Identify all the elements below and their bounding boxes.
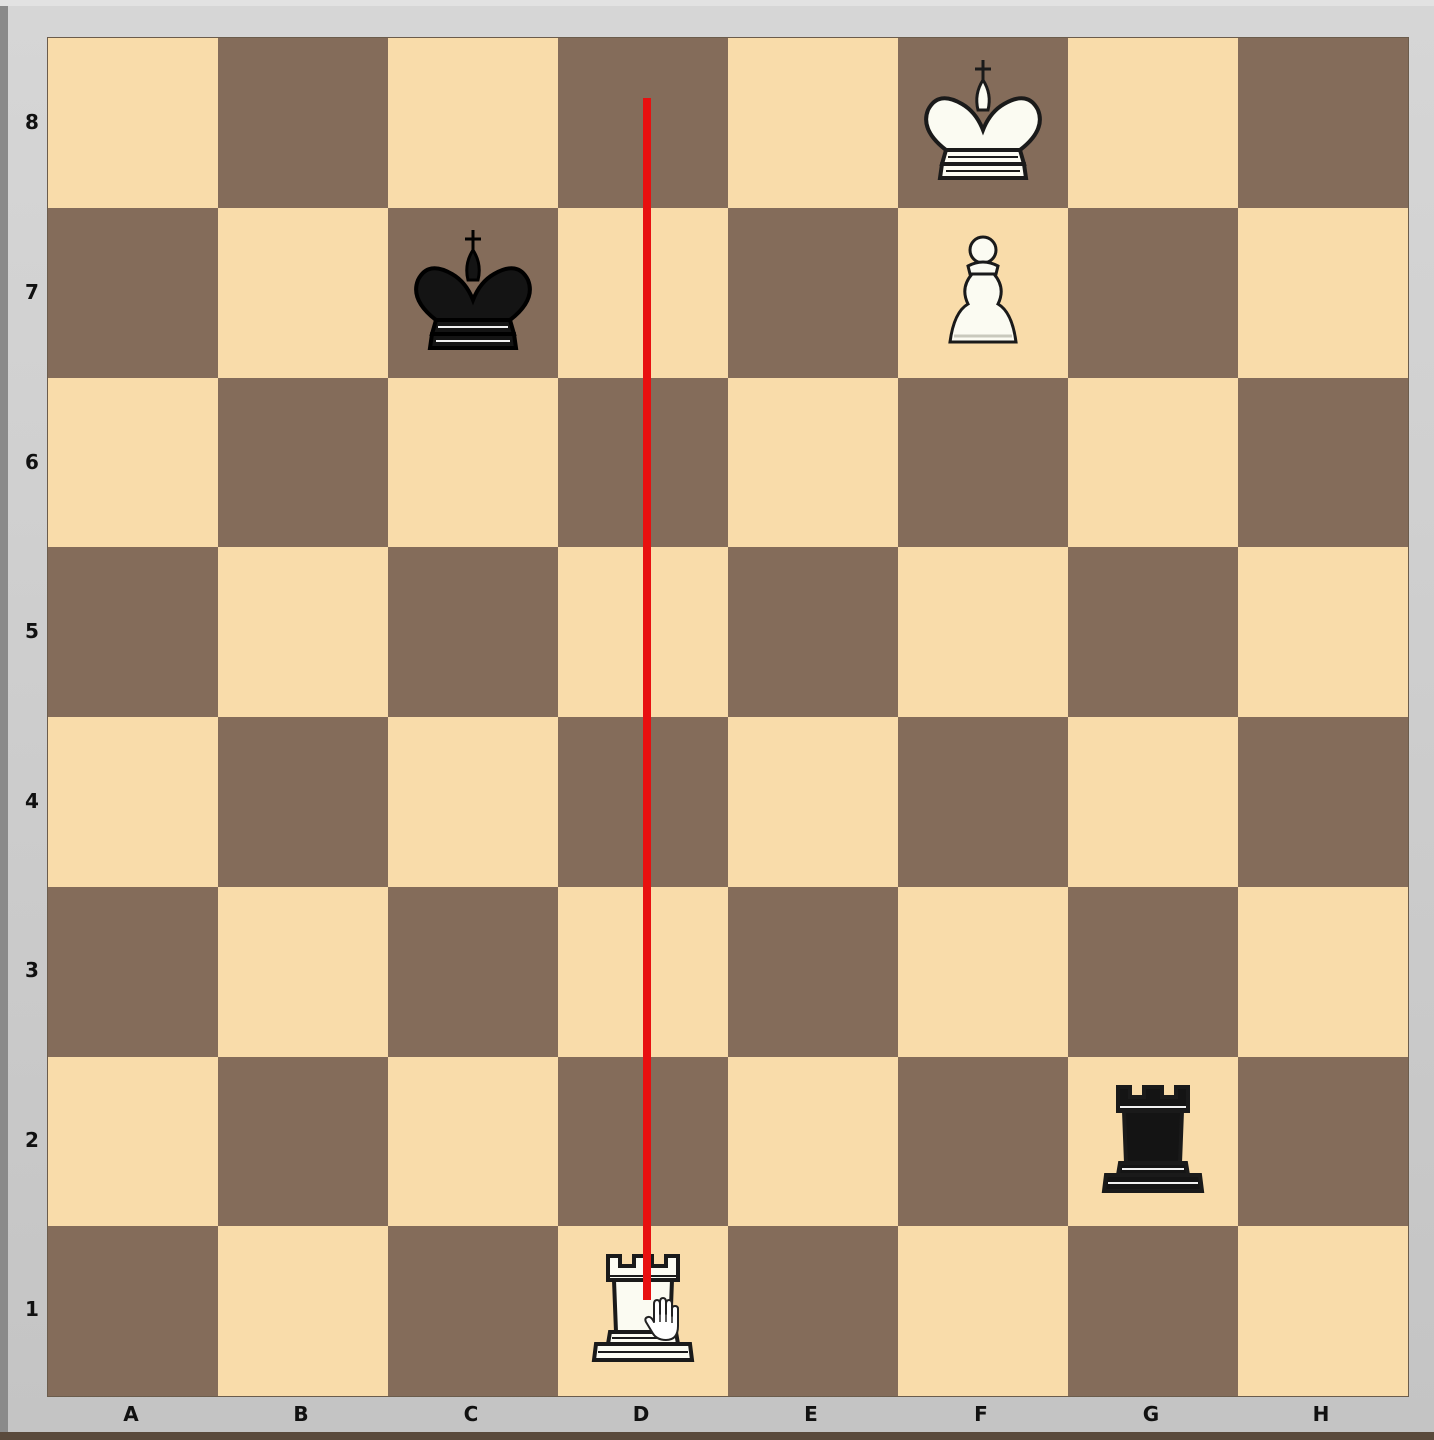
square-a1[interactable]	[48, 1226, 218, 1396]
file-label-g: G	[1066, 1402, 1236, 1426]
white-pawn-icon[interactable]	[898, 208, 1068, 378]
square-c6[interactable]	[388, 378, 558, 548]
square-a7[interactable]	[48, 208, 218, 378]
rank-label-5: 5	[22, 619, 42, 643]
square-a6[interactable]	[48, 378, 218, 548]
square-h6[interactable]	[1238, 378, 1408, 548]
square-b5[interactable]	[218, 547, 388, 717]
square-f7[interactable]	[898, 208, 1068, 378]
square-b2[interactable]	[218, 1057, 388, 1227]
square-a2[interactable]	[48, 1057, 218, 1227]
square-c8[interactable]	[388, 38, 558, 208]
rank-label-4: 4	[22, 789, 42, 813]
square-e1[interactable]	[728, 1226, 898, 1396]
square-e2[interactable]	[728, 1057, 898, 1227]
square-b3[interactable]	[218, 887, 388, 1057]
file-label-f: F	[896, 1402, 1066, 1426]
chess-board[interactable]	[48, 38, 1408, 1396]
square-e6[interactable]	[728, 378, 898, 548]
square-e3[interactable]	[728, 887, 898, 1057]
square-c7[interactable]	[388, 208, 558, 378]
square-f2[interactable]	[898, 1057, 1068, 1227]
rank-label-6: 6	[22, 450, 42, 474]
square-b8[interactable]	[218, 38, 388, 208]
square-a8[interactable]	[48, 38, 218, 208]
square-b7[interactable]	[218, 208, 388, 378]
square-h7[interactable]	[1238, 208, 1408, 378]
frame-bottom-edge	[0, 1432, 1434, 1440]
file-label-e: E	[726, 1402, 896, 1426]
square-e4[interactable]	[728, 717, 898, 887]
square-h1[interactable]	[1238, 1226, 1408, 1396]
square-h8[interactable]	[1238, 38, 1408, 208]
square-g1[interactable]	[1068, 1226, 1238, 1396]
square-g6[interactable]	[1068, 378, 1238, 548]
black-king-icon[interactable]	[388, 208, 558, 378]
file-label-h: H	[1236, 1402, 1406, 1426]
square-h3[interactable]	[1238, 887, 1408, 1057]
square-g5[interactable]	[1068, 547, 1238, 717]
rank-label-2: 2	[22, 1128, 42, 1152]
square-f6[interactable]	[898, 378, 1068, 548]
square-c3[interactable]	[388, 887, 558, 1057]
square-h5[interactable]	[1238, 547, 1408, 717]
square-e5[interactable]	[728, 547, 898, 717]
square-b4[interactable]	[218, 717, 388, 887]
square-e7[interactable]	[728, 208, 898, 378]
square-g3[interactable]	[1068, 887, 1238, 1057]
file-label-a: A	[46, 1402, 216, 1426]
square-f8[interactable]	[898, 38, 1068, 208]
square-h4[interactable]	[1238, 717, 1408, 887]
square-b6[interactable]	[218, 378, 388, 548]
black-rook-icon[interactable]	[1068, 1057, 1238, 1227]
square-f4[interactable]	[898, 717, 1068, 887]
square-a5[interactable]	[48, 547, 218, 717]
square-f5[interactable]	[898, 547, 1068, 717]
square-c1[interactable]	[388, 1226, 558, 1396]
rank-label-7: 7	[22, 280, 42, 304]
square-e8[interactable]	[728, 38, 898, 208]
white-king-icon[interactable]	[898, 38, 1068, 208]
rank-label-1: 1	[22, 1297, 42, 1321]
square-g8[interactable]	[1068, 38, 1238, 208]
square-c5[interactable]	[388, 547, 558, 717]
frame-top-edge	[0, 0, 1434, 6]
square-c2[interactable]	[388, 1057, 558, 1227]
file-label-b: B	[216, 1402, 386, 1426]
square-f1[interactable]	[898, 1226, 1068, 1396]
file-label-c: C	[386, 1402, 556, 1426]
rank-label-8: 8	[22, 110, 42, 134]
square-c4[interactable]	[388, 717, 558, 887]
square-g2[interactable]	[1068, 1057, 1238, 1227]
rank-label-3: 3	[22, 958, 42, 982]
square-g7[interactable]	[1068, 208, 1238, 378]
file-label-d: D	[556, 1402, 726, 1426]
square-a3[interactable]	[48, 887, 218, 1057]
square-g4[interactable]	[1068, 717, 1238, 887]
square-f3[interactable]	[898, 887, 1068, 1057]
move-arrow	[643, 98, 651, 1300]
hand-cursor-icon	[642, 1296, 684, 1344]
square-b1[interactable]	[218, 1226, 388, 1396]
square-h2[interactable]	[1238, 1057, 1408, 1227]
square-a4[interactable]	[48, 717, 218, 887]
